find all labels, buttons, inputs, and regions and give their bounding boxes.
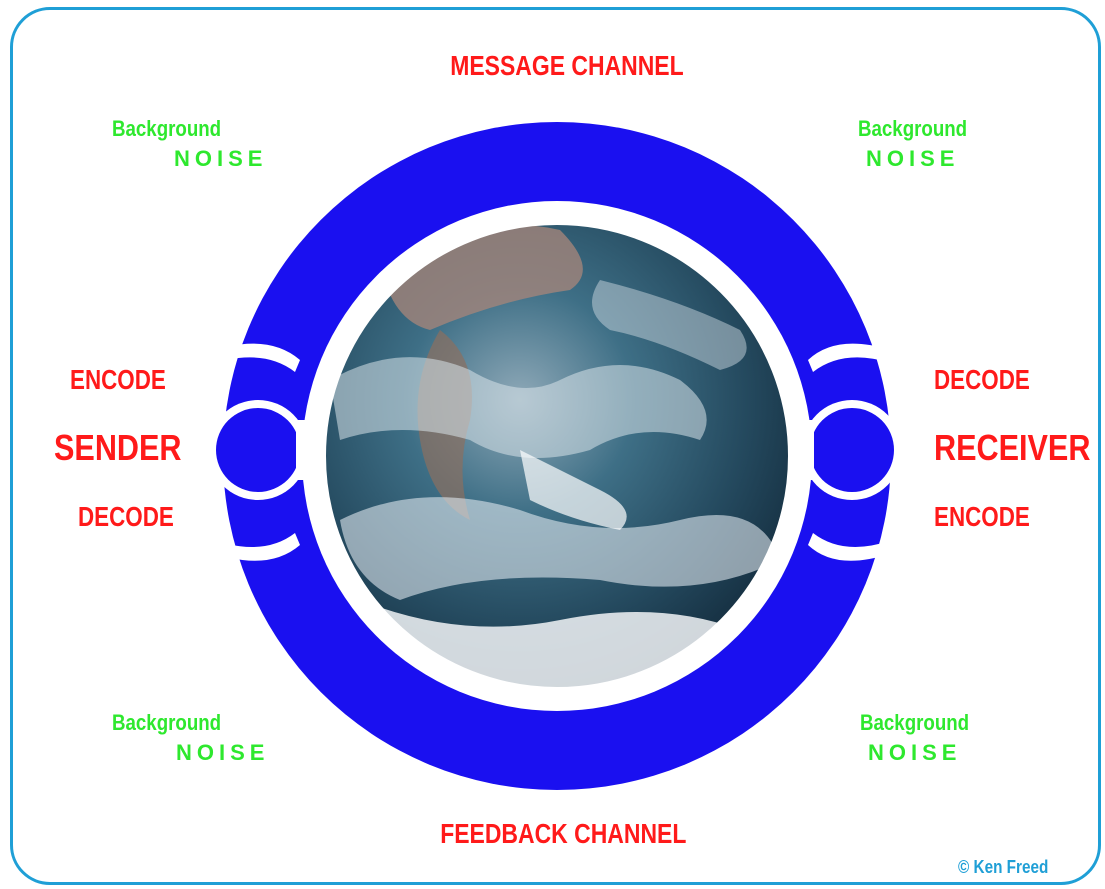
receiver-label: RECEIVER <box>934 427 1091 468</box>
noise-top-right: Background NOISE <box>858 118 1018 170</box>
sender-channel-gap <box>200 343 300 372</box>
noise-line1: Background <box>112 710 222 735</box>
noise-line2: NOISE <box>868 740 962 765</box>
noise-top-left: Background NOISE <box>112 118 272 170</box>
sender-label: SENDER <box>54 427 182 468</box>
receiver-encode-label: ENCODE <box>934 501 1030 532</box>
noise-line2: NOISE <box>866 146 960 171</box>
noise-line1: Background <box>860 710 970 735</box>
noise-line1: Background <box>112 116 222 141</box>
noise-line2: NOISE <box>174 146 268 171</box>
noise-bottom-left: Background NOISE <box>112 712 272 764</box>
earth-globe-image <box>324 223 790 689</box>
receiver-decode-label: DECODE <box>934 364 1030 395</box>
noise-line2: NOISE <box>176 740 270 765</box>
sender-encode-label: ENCODE <box>70 364 166 395</box>
message-channel-label: MESSAGE CHANNEL <box>450 50 684 81</box>
sender-decode-label: DECODE <box>78 501 174 532</box>
noise-bottom-right: Background NOISE <box>860 712 1020 764</box>
noise-line1: Background <box>858 116 968 141</box>
feedback-channel-label: FEEDBACK CHANNEL <box>440 818 687 849</box>
credit-text: © Ken Freed <box>958 857 1049 877</box>
receiver-channel-gap <box>808 343 905 372</box>
